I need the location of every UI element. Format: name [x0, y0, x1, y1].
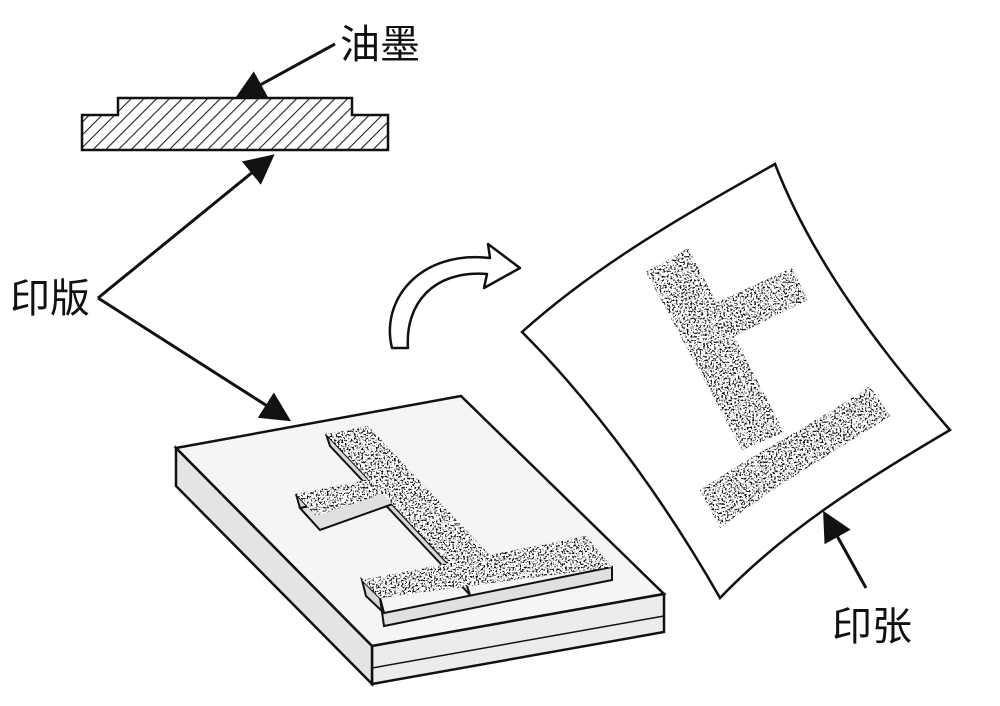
plate-glyph-arm	[296, 476, 404, 516]
plate-raised-glyph	[295, 426, 613, 628]
plate-cross-section	[80, 96, 390, 152]
paper-arrow	[823, 510, 868, 589]
plate-arrow-down	[97, 296, 292, 422]
printed-glyph	[646, 248, 890, 528]
hatched-plate-section	[80, 96, 390, 152]
plate-arrow-up	[97, 154, 275, 300]
leader-arrows	[97, 42, 868, 589]
plate-glyph-vertical	[326, 426, 500, 574]
printing-plate	[173, 394, 667, 688]
transfer-arrow-icon	[388, 242, 522, 350]
paper-label: 印张	[832, 604, 912, 650]
plate-left-face	[174, 444, 374, 688]
printed-sheet	[520, 162, 952, 601]
plate-glyph-base	[362, 536, 612, 598]
plate-label: 印版	[10, 276, 90, 322]
ink-arrow	[234, 42, 336, 99]
ink-label: 油墨	[340, 22, 420, 68]
